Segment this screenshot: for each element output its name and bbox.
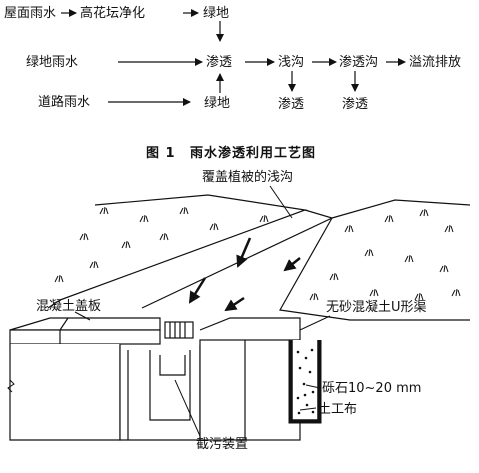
cover-slab-front (9, 329, 161, 345)
gravel-fill (296, 348, 315, 415)
leader-cover (74, 311, 91, 321)
green-rain-label: 绿地雨水 (26, 55, 79, 70)
left-wall (9, 344, 121, 441)
leader-gravel (305, 384, 321, 389)
break-line (7, 379, 15, 393)
overflow-label: 溢流排放 (409, 55, 462, 70)
green-top-label: 绿地 (203, 6, 230, 21)
figure-number: 图 1 (146, 146, 176, 161)
right-slope (331, 199, 471, 219)
roof-rain-label: 屋面雨水 (4, 6, 57, 21)
vegetated-swale-label: 覆盖植被的浅沟 (202, 170, 294, 185)
flow-arrows (61, 9, 406, 106)
leader-u (299, 315, 331, 331)
inf-swale-infiltration-label: 渗透 (342, 97, 369, 112)
flow-arrow-1 (236, 237, 252, 268)
right-ground (279, 217, 470, 321)
flower-bed-label: 高花坛净化 (80, 6, 146, 21)
cross-section (7, 185, 471, 441)
flow-arrow-3 (188, 277, 207, 304)
swale-label: 浅沟 (278, 55, 305, 70)
trap-device-label: 截污装置 (196, 437, 249, 452)
flow-arrow-2 (283, 257, 301, 272)
concrete-cover-label: 混凝土盖板 (36, 299, 102, 314)
trap-inner (159, 355, 186, 376)
inf-swale-label: 渗透沟 (339, 55, 379, 70)
infiltration-label: 渗透 (206, 55, 233, 70)
left-slope (59, 194, 308, 301)
grate (164, 321, 194, 339)
geotextile-layer (288, 340, 322, 424)
channel-front (199, 339, 301, 441)
road-rain-label: 道路雨水 (38, 95, 91, 110)
leader-swale (269, 185, 293, 219)
u-channel-label: 无砂混凝土U形渠 (326, 300, 427, 315)
geotextile-label: 土工布 (318, 402, 358, 417)
left-slope-lower (47, 299, 61, 309)
u-channel (291, 340, 319, 421)
green-bottom-label: 绿地 (204, 96, 231, 111)
grass-tufts (54, 206, 461, 301)
cover-slab-top (9, 317, 161, 331)
flow-arrow-4 (224, 296, 245, 312)
gravel-label: 砾石10~20 mm (322, 381, 422, 396)
leader-trap (174, 379, 201, 437)
swale-infiltration-label: 渗透 (278, 97, 305, 112)
leader-geo (299, 407, 317, 411)
figure-title: 雨水渗透利用工艺图 (190, 146, 317, 161)
